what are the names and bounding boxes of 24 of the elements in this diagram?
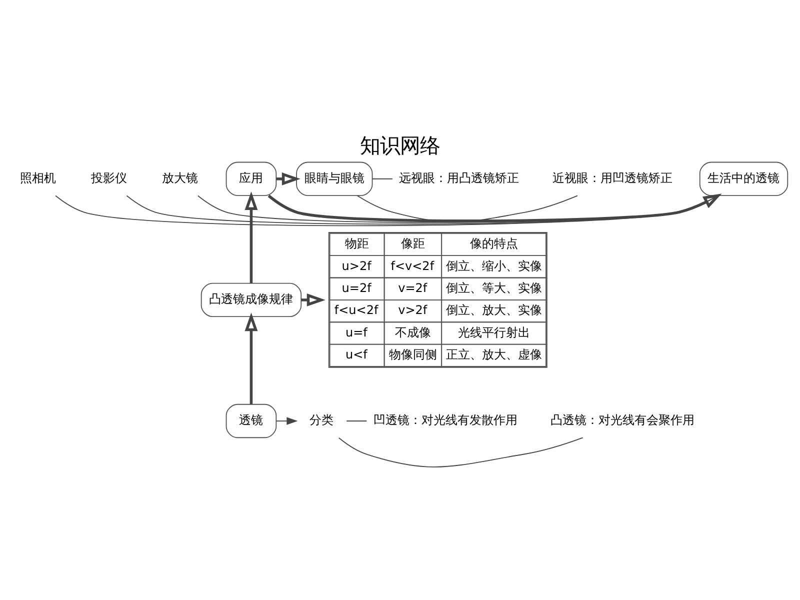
arrow (301, 293, 326, 306)
node-text: 投影仪 (90, 171, 127, 186)
arrow (276, 417, 298, 425)
arrow (244, 312, 258, 404)
node-text: 远视眼：用凸透镜矫正 (399, 171, 520, 186)
arrow (268, 194, 722, 222)
arrow (244, 192, 258, 284)
node-text: 照相机 (20, 171, 56, 186)
connector (372, 178, 393, 180)
diagram-title: 知识网络 (360, 134, 440, 158)
node-box: 眼睛与眼镜 (296, 162, 373, 196)
node-text: 近视眼：用凹透镜矫正 (552, 171, 673, 186)
arrow (276, 172, 300, 186)
connector (346, 420, 368, 422)
node-text: 凹透镜：对光线有发散作用 (373, 413, 518, 428)
connector (338, 437, 584, 468)
node-text: 分类 (309, 413, 334, 428)
node-text: 凸透镜：对光线有会聚作用 (550, 413, 695, 428)
node-box: 应用 (226, 162, 277, 196)
node-box: 透镜 (226, 404, 277, 438)
node-box: 凸透镜成像规律 (200, 282, 302, 318)
node-box: 生活中的透镜 (699, 162, 788, 196)
connector (356, 195, 578, 222)
node-text: 放大镜 (162, 171, 198, 186)
